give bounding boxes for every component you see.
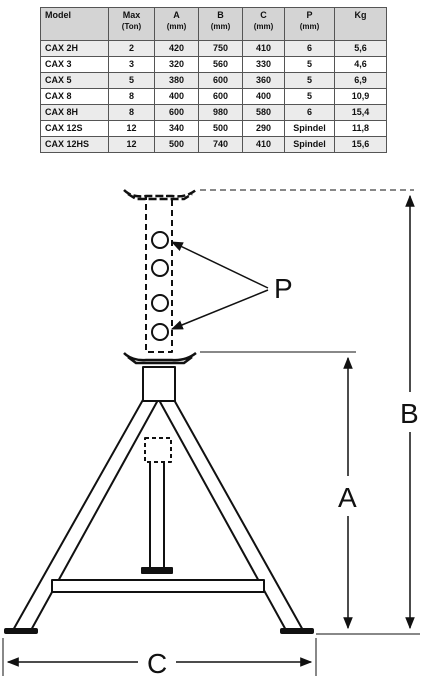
table-cell: 6,9: [334, 72, 387, 89]
header-p: P(mm): [284, 7, 335, 41]
table-cell: 10,9: [334, 88, 387, 105]
table-cell: 420: [154, 40, 199, 57]
label-b: B: [400, 398, 419, 429]
header-kg: Kg: [334, 7, 387, 41]
table-cell: 5,6: [334, 40, 387, 57]
header-b: B(mm): [198, 7, 243, 41]
stem-foot: [141, 567, 173, 574]
table-cell: 4,6: [334, 56, 387, 73]
p-leader-upper: [170, 241, 269, 289]
table-cell: 5: [284, 56, 335, 73]
label-a: A: [338, 482, 357, 513]
table-cell: 600: [154, 104, 199, 121]
base-column: [142, 366, 176, 402]
table-header-row: Model Max(Ton) A(mm) B(mm) C(mm) P(mm) K…: [40, 7, 387, 41]
label-c: C: [147, 648, 167, 679]
model-cell: CAX 12HS: [40, 136, 109, 153]
inner-stem: [149, 457, 165, 571]
pin-hole-3: [151, 294, 169, 312]
table-cell: 740: [198, 136, 243, 153]
table-cell: 340: [154, 120, 199, 137]
right-leg: [158, 397, 305, 633]
table-cell: 290: [242, 120, 285, 137]
model-cell: CAX 2H: [40, 40, 109, 57]
table-cell: 11,8: [334, 120, 387, 137]
table-cell: 600: [198, 72, 243, 89]
table-cell: Spindel: [284, 120, 335, 137]
table-cell: 2: [108, 40, 155, 57]
lower-crossbar: [51, 579, 265, 593]
hidden-stem: [144, 437, 172, 463]
model-cell: CAX 8: [40, 88, 109, 105]
top-saddle: [123, 189, 197, 201]
table-cell: 400: [242, 88, 285, 105]
spec-table: Model Max(Ton) A(mm) B(mm) C(mm) P(mm) K…: [40, 7, 387, 153]
table-cell: Spindel: [284, 136, 335, 153]
pin-hole-2: [151, 259, 169, 277]
model-cell: CAX 5: [40, 72, 109, 89]
table-cell: 6: [284, 104, 335, 121]
lower-saddle: [123, 352, 197, 365]
table-cell: 8: [108, 104, 155, 121]
header-c: C(mm): [242, 7, 285, 41]
pin-hole-1: [151, 231, 169, 249]
right-foot: [280, 628, 314, 634]
header-model: Model: [40, 7, 109, 41]
model-cell: CAX 3: [40, 56, 109, 73]
left-foot: [4, 628, 38, 634]
table-cell: 12: [108, 136, 155, 153]
pin-hole-4: [151, 323, 169, 341]
table-cell: 8: [108, 88, 155, 105]
label-p: P: [274, 273, 293, 304]
table-cell: 15,4: [334, 104, 387, 121]
left-leg: [11, 397, 159, 633]
table-cell: 560: [198, 56, 243, 73]
table-cell: 12: [108, 120, 155, 137]
p-leader-lower: [170, 289, 269, 330]
table-cell: 15,6: [334, 136, 387, 153]
table-cell: 980: [198, 104, 243, 121]
header-a: A(mm): [154, 7, 199, 41]
table-cell: 330: [242, 56, 285, 73]
